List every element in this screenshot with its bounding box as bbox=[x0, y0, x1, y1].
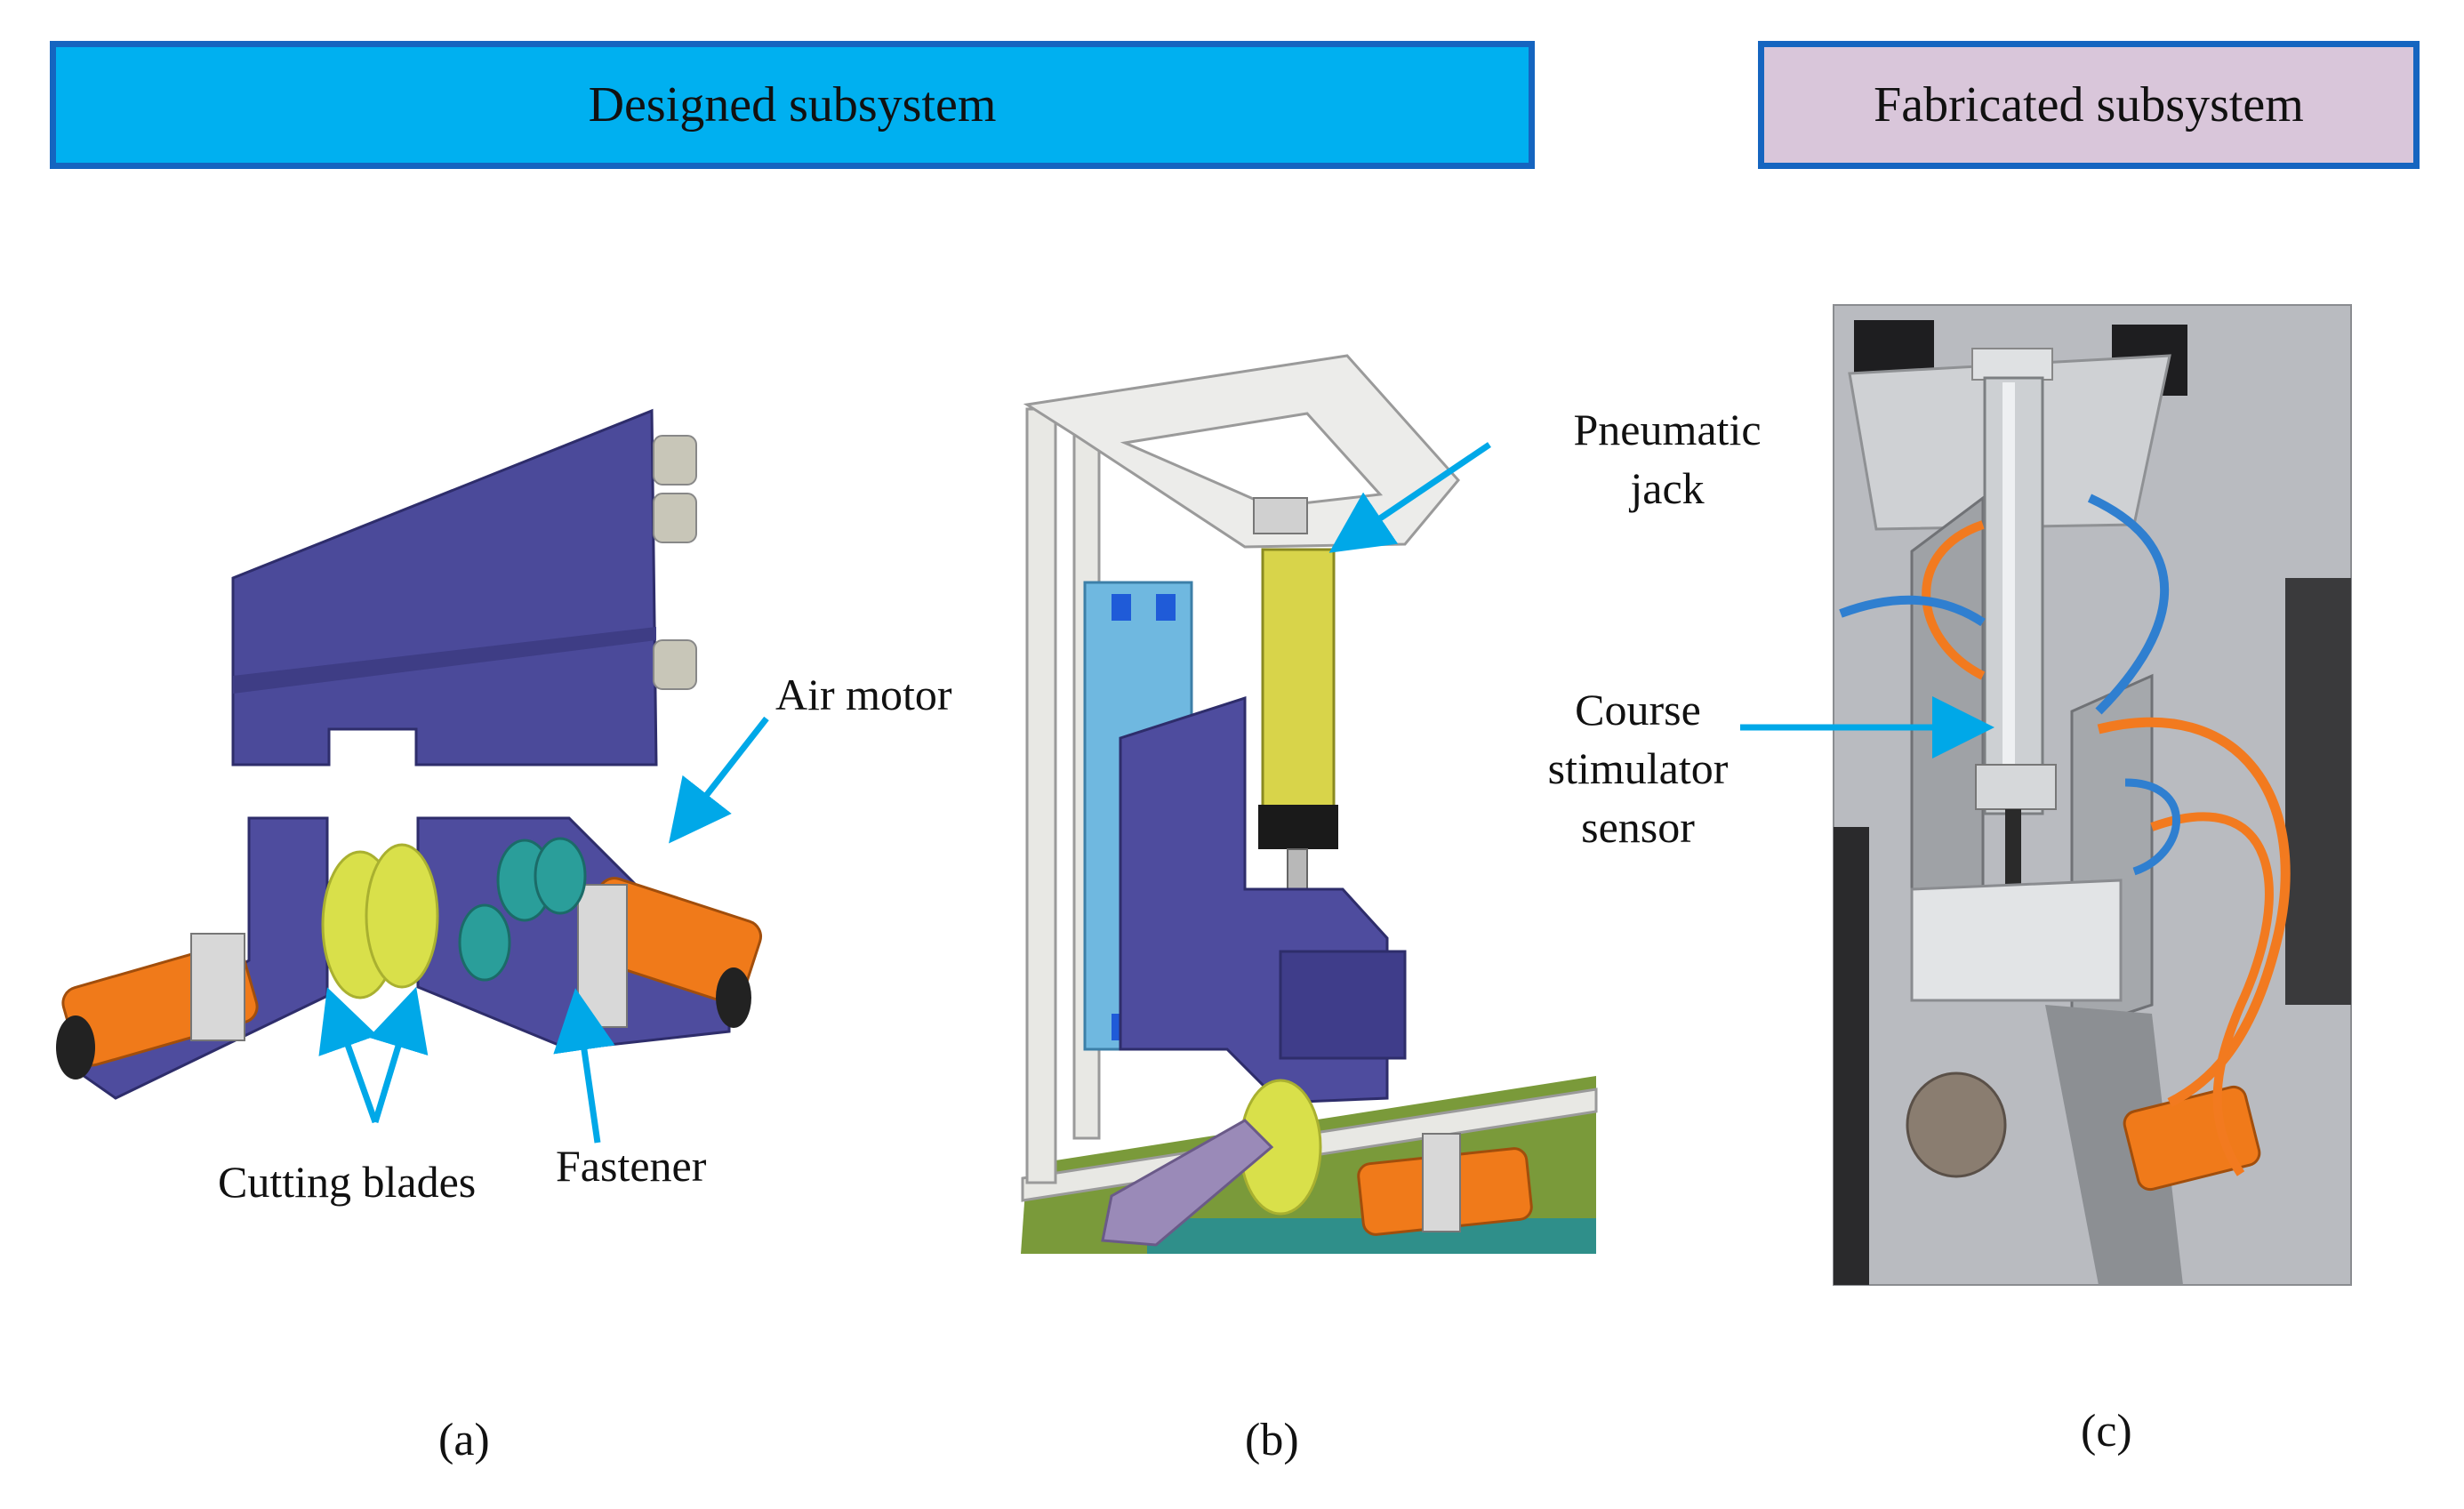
label-fastener: Fastener bbox=[556, 1141, 707, 1191]
panel-label-b: (b) bbox=[1245, 1415, 1299, 1465]
panel-b-frame-assembly bbox=[1021, 354, 1598, 1254]
label-air-motor: Air motor bbox=[775, 670, 952, 719]
label-pneumatic-jack: Pneumatic jack bbox=[1552, 400, 1783, 518]
panel-c-fabricated-photo bbox=[1740, 304, 2352, 1286]
designed-subsystem-header: Designed subsystem bbox=[50, 41, 1535, 169]
label-course-line1: Course bbox=[1575, 685, 1701, 734]
label-course-line2: stimulator bbox=[1547, 743, 1729, 793]
label-course-line3: sensor bbox=[1581, 802, 1695, 852]
label-pneumatic-jack-line2: jack bbox=[1630, 463, 1705, 513]
label-cutting-blades: Cutting blades bbox=[218, 1157, 477, 1207]
panel-a-cutting-unit bbox=[56, 408, 769, 1144]
fabricated-subsystem-title: Fabricated subsystem bbox=[1874, 77, 2304, 132]
label-pneumatic-jack-line1: Pneumatic bbox=[1573, 405, 1762, 454]
panel-label-c: (c) bbox=[2081, 1406, 2132, 1457]
label-course-stimulator-sensor: Course stimulator sensor bbox=[1522, 680, 1754, 856]
panel-label-a: (a) bbox=[438, 1415, 490, 1465]
fabricated-subsystem-header: Fabricated subsystem bbox=[1758, 41, 2420, 169]
designed-subsystem-title: Designed subsystem bbox=[588, 77, 997, 132]
